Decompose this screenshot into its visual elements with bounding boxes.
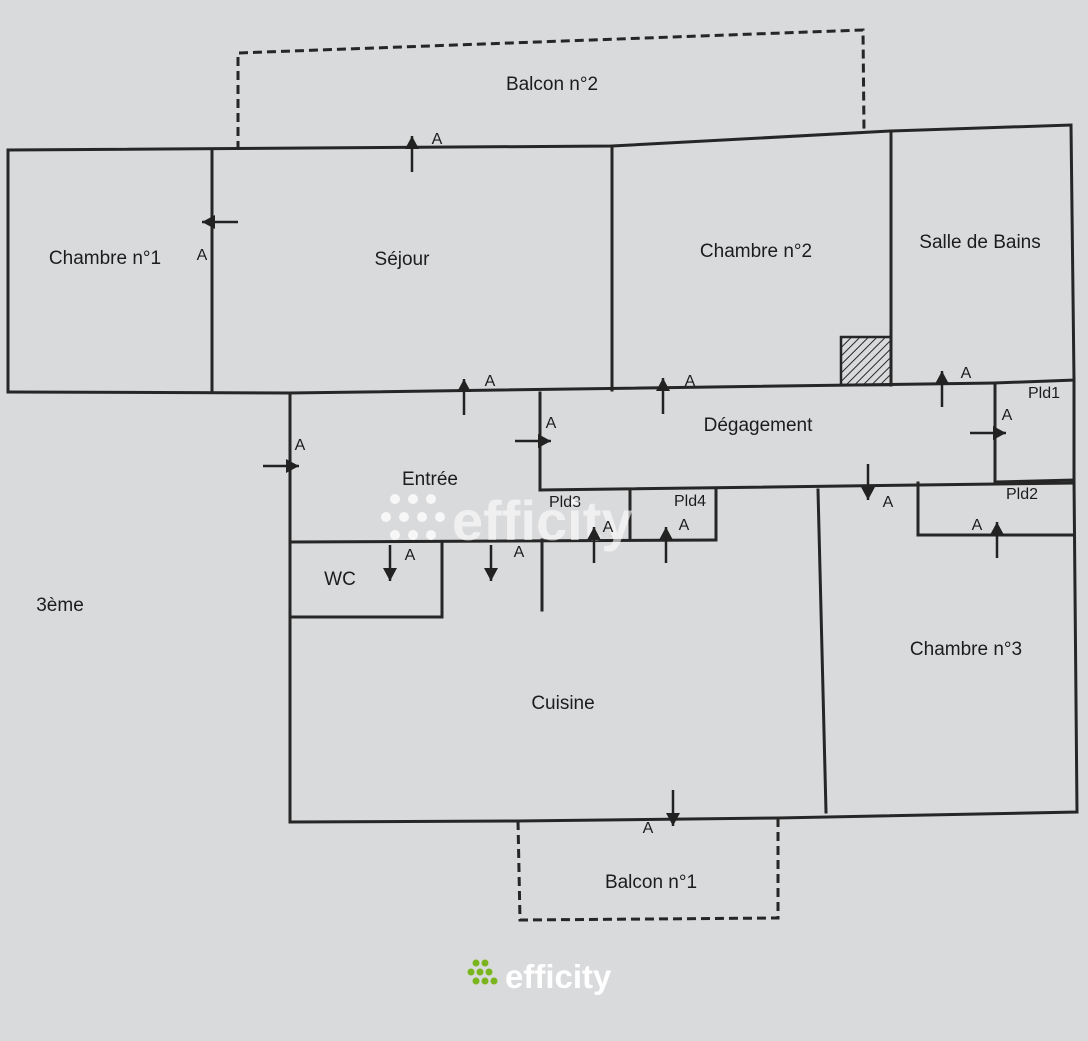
lower-left-wall (288, 391, 520, 824)
upper-outer-wall (6, 123, 1076, 394)
arrow-label: A (643, 820, 654, 837)
wall-cuisine-chambre3 (816, 488, 828, 814)
arrow-label: A (197, 247, 208, 264)
orientation-arrow: A (587, 519, 614, 563)
arrow-label: A (883, 494, 894, 511)
arrow-label: A (405, 547, 416, 564)
orientation-arrow: A (656, 373, 696, 414)
arrow-label: A (1002, 407, 1013, 424)
arrow-head (286, 459, 299, 473)
orientation-arrow: A (970, 407, 1013, 440)
arrow-head (457, 379, 471, 392)
label-wc: WC (324, 569, 356, 590)
orientation-arrow: A (659, 517, 690, 563)
arrow-label: A (514, 544, 525, 561)
wc-walls (288, 540, 444, 619)
arrow-label: A (546, 415, 557, 432)
orientation-arrow: A (405, 131, 443, 172)
label-entree: Entrée (402, 469, 458, 490)
label-pld2: Pld2 (1006, 486, 1038, 503)
orientation-arrow: A (515, 415, 557, 448)
balcon-2-outline (236, 28, 866, 150)
arrow-head (383, 568, 397, 581)
lower-bottom-wall (516, 816, 780, 823)
orientation-arrow: A (263, 437, 306, 473)
orientation-arrow: A (861, 464, 894, 511)
arrow-head (993, 426, 1006, 440)
pld2-walls (916, 481, 1076, 537)
orientation-arrow: A (457, 373, 496, 415)
arrows-layer: A A A A A A A A A A A A A A A (197, 131, 1013, 837)
arrow-head (538, 434, 551, 448)
arrow-label: A (432, 131, 443, 148)
arrow-label: A (679, 517, 690, 534)
orientation-arrow: A (935, 365, 972, 407)
arrow-head (587, 527, 601, 540)
arrow-label: A (961, 365, 972, 382)
efficity-watermark: efficity (381, 489, 633, 552)
arrow-head (861, 487, 875, 500)
duct-hatch (839, 335, 893, 387)
label-degagement: Dégagement (704, 415, 814, 436)
label-chambre-1: Chambre n°1 (49, 248, 161, 269)
label-chambre-3: Chambre n°3 (910, 639, 1022, 660)
orientation-arrow: A (383, 545, 416, 581)
label-balcon-1: Balcon n°1 (605, 872, 697, 893)
arrow-head (656, 378, 670, 391)
arrow-head (659, 527, 673, 540)
closets-bottom-wall (288, 538, 718, 544)
upper-bottom-wall-left (6, 390, 292, 395)
arrow-label: A (295, 437, 306, 454)
watermark-text: efficity (452, 489, 633, 552)
arrow-head (202, 215, 215, 229)
efficity-logo: efficity (467, 958, 612, 995)
arrow-head (405, 136, 419, 149)
label-cuisine: Cuisine (531, 693, 594, 714)
label-salle-de-bains: Salle de Bains (919, 232, 1040, 253)
arrow-label: A (485, 373, 496, 390)
arrow-label: A (685, 373, 696, 390)
logo-text: efficity (505, 958, 612, 995)
arrow-label: A (603, 519, 614, 536)
lower-right-wall (776, 478, 1079, 820)
pld1-top-wall (993, 378, 1076, 385)
label-pld4: Pld4 (674, 493, 706, 510)
arrow-head (990, 522, 1004, 535)
orientation-arrow: A (484, 544, 525, 581)
pld1-bottom-wall (993, 478, 1076, 484)
label-pld3: Pld3 (549, 494, 581, 511)
label-pld1: Pld1 (1028, 385, 1060, 402)
orientation-arrow: A (643, 790, 680, 837)
label-floor: 3ème (36, 595, 84, 616)
arrow-head (935, 371, 949, 384)
arrow-head (484, 568, 498, 581)
arrow-head (666, 813, 680, 826)
label-chambre-2: Chambre n°2 (700, 241, 812, 262)
balcon-1-outline (516, 818, 780, 922)
orientation-arrow: A (972, 517, 1004, 558)
label-balcon-2: Balcon n°2 (506, 74, 598, 95)
arrow-label: A (972, 517, 983, 534)
orientation-arrow: A (197, 215, 238, 264)
label-sejour: Séjour (375, 249, 431, 270)
